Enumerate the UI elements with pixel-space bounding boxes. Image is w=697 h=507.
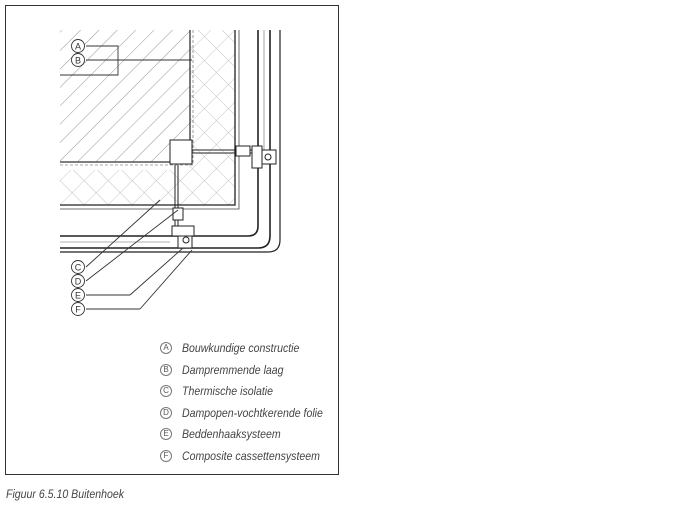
callout-f: F — [71, 302, 85, 316]
leader-lines-top — [60, 45, 192, 76]
legend-label: Beddenhaaksysteem — [182, 427, 281, 441]
legend-label: Dampopen-vochtkerende folie — [182, 406, 323, 420]
structural-construction — [60, 30, 190, 162]
legend-label: Thermische isolatie — [182, 384, 273, 398]
svg-text:E: E — [75, 291, 81, 301]
svg-text:F: F — [75, 305, 81, 315]
legend-marker: C — [160, 385, 172, 397]
legend-marker: B — [160, 364, 172, 376]
callout-b: B — [71, 53, 85, 67]
corner-bracket — [169, 139, 193, 165]
callout-d: D — [71, 274, 85, 288]
figure-caption: Figuur 6.5.10 Buitenhoek — [6, 487, 125, 501]
svg-text:D: D — [75, 277, 82, 287]
legend-marker: A — [160, 342, 172, 354]
legend-label: Composite cassettensysteem — [182, 449, 320, 463]
insulation-boundary — [60, 30, 236, 206]
svg-text:A: A — [75, 42, 81, 52]
legend-marker: D — [160, 407, 172, 419]
bracket-system-right — [235, 145, 277, 169]
legend-label: Dampremmende laag — [182, 363, 284, 377]
svg-text:B: B — [75, 56, 81, 66]
svg-text:C: C — [75, 263, 82, 273]
legend-marker: E — [160, 428, 172, 440]
callout-a: A — [71, 39, 85, 53]
bracket-system-bottom — [171, 207, 195, 249]
composite-cassette-panel — [60, 30, 259, 237]
figure-frame — [5, 5, 339, 475]
callout-e: E — [71, 288, 85, 302]
vapour-permeable-foil — [60, 30, 240, 210]
legend-label: Bouwkundige constructie — [182, 341, 300, 355]
leader-lines-bottom — [85, 199, 193, 310]
callout-c: C — [71, 260, 85, 274]
legend-marker: F — [160, 450, 172, 462]
